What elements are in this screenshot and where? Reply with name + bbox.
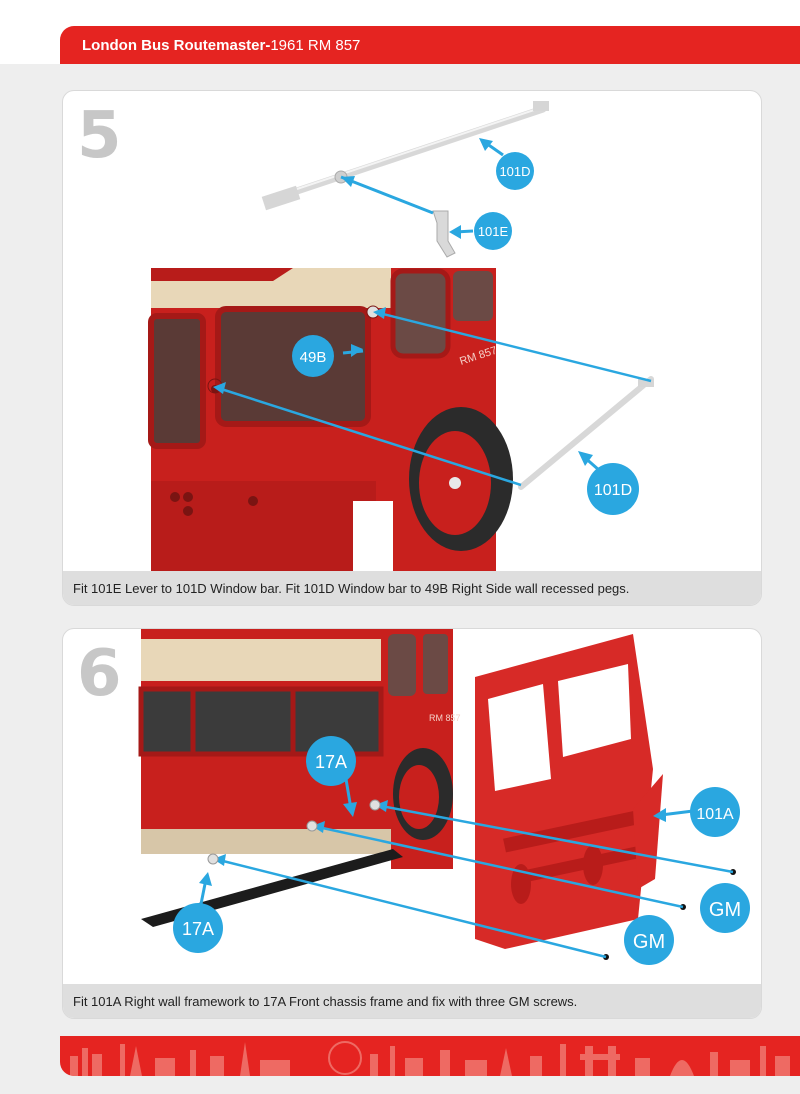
step-5-illustration: RM 857 101D 101E [148, 101, 654, 573]
lever-part [432, 210, 456, 258]
header-title-bold: London Bus Routemaster- [82, 36, 271, 54]
bus-wheel [409, 407, 513, 551]
callout-101a: 101A [690, 787, 740, 837]
svg-text:101A: 101A [696, 806, 734, 823]
callout-101d-top: 101D [496, 152, 534, 190]
callout-gm-right: GM [700, 883, 750, 933]
callout-gm-left: GM [624, 915, 674, 965]
step-6-card: RM 857 [62, 628, 762, 1019]
bus-wheel [393, 748, 453, 840]
step-5-card: RM 857 101D 101E [62, 90, 762, 606]
svg-text:GM: GM [633, 931, 665, 953]
svg-text:101D: 101D [499, 164, 530, 179]
callout-101d-right: 101D [587, 463, 639, 515]
step-caption: Fit 101E Lever to 101D Window bar. Fit 1… [63, 571, 761, 605]
london-skyline-graphic [70, 1041, 790, 1076]
callout-49b: 49B [292, 335, 334, 377]
svg-text:101E: 101E [478, 224, 509, 239]
header-bar: London Bus Routemaster- 1961 RM 857 [60, 26, 800, 64]
header-title-rest: 1961 RM 857 [270, 36, 361, 54]
svg-text:GM: GM [709, 899, 741, 921]
svg-text:101D: 101D [594, 482, 632, 499]
svg-text:17A: 17A [315, 752, 347, 772]
window-bar-part [261, 101, 549, 211]
window-bar-part-right [518, 376, 654, 490]
callout-101e: 101E [474, 212, 512, 250]
step-number: 6 [77, 637, 122, 711]
footer-bar [60, 1036, 800, 1076]
svg-text:17A: 17A [182, 919, 214, 939]
right-wall-framework [475, 634, 663, 949]
step-number: 5 [77, 99, 122, 173]
svg-text:49B: 49B [300, 349, 327, 366]
callout-17a-lower: 17A [173, 903, 223, 953]
callout-17a-upper: 17A [306, 736, 356, 786]
step-6-illustration: RM 857 [138, 629, 750, 965]
bus-plate-text: RM 857 [429, 713, 461, 723]
step-caption: Fit 101A Right wall framework to 17A Fro… [63, 984, 761, 1018]
